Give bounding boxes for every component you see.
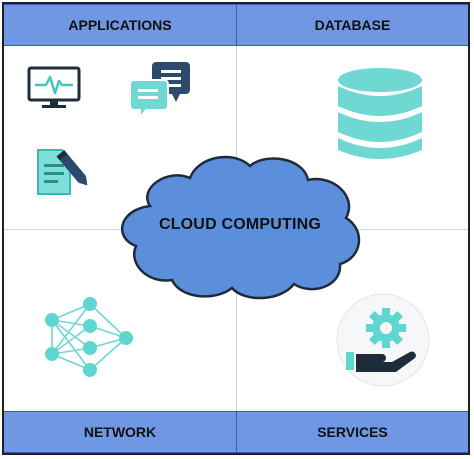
chat-bubbles-icon <box>129 62 190 121</box>
cloud-computing-label: CLOUD COMPUTING <box>158 216 322 233</box>
document-edit-icon <box>37 149 88 195</box>
bottom-bar-divider <box>236 412 237 452</box>
top-bar-divider <box>236 5 237 45</box>
heart-monitor-icon <box>27 66 81 108</box>
cloud-icon <box>120 155 361 300</box>
applications-label: APPLICATIONS <box>68 17 172 33</box>
hand-gear-icon <box>336 293 430 387</box>
neural-network-icon <box>45 297 133 377</box>
database-icon <box>338 68 422 159</box>
services-label: SERVICES <box>317 424 388 440</box>
bottom-header-bar: NETWORK SERVICES <box>4 411 468 453</box>
network-label: NETWORK <box>83 424 157 440</box>
top-header-bar: APPLICATIONS DATABASE <box>4 4 468 46</box>
database-label: DATABASE <box>314 17 391 33</box>
